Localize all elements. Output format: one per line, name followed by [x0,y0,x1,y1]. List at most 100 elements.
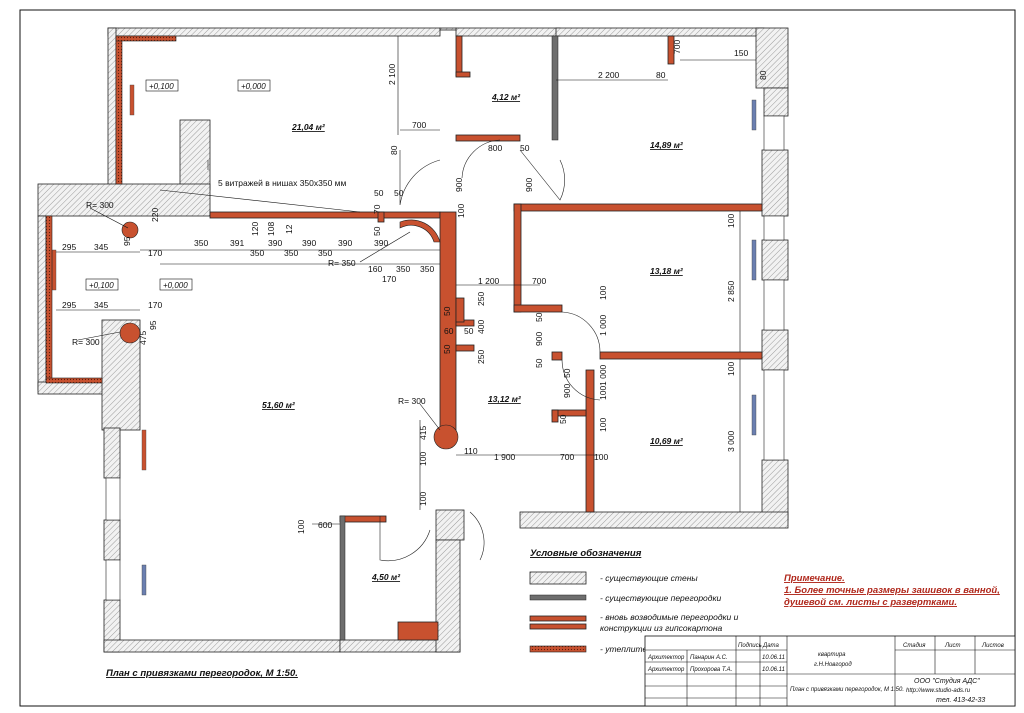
dim-text: 220 [150,208,160,222]
legend-existing-walls: - существующие стены [600,573,698,583]
dim-text: 390 [268,238,282,248]
niches-note: 5 витражей в нишах 350х350 мм [218,178,347,188]
sheet-border [19,9,1016,707]
stamp-name-2: Прохорова Т.А. [690,667,732,673]
dim-text: 2 200 [598,70,620,80]
dim-text: 900 [534,332,544,346]
note-title: Примечание. [784,573,845,584]
dim-text: 295 [62,242,76,252]
legend-new-partitions-1: - вновь возводимые перегородки и [600,612,739,622]
dim-text: 60 [444,326,454,336]
stamp-sheet-title: План с привязками перегородок, М 1:50. [790,687,904,693]
dim-text: 100 [296,520,306,534]
legend-swatch-insulation [529,645,587,653]
dim-text: 50 [520,143,530,153]
radiators [51,84,757,596]
stamp-date-1: 10.06.11 [762,655,785,661]
dim-text: 50 [534,358,544,368]
plan-title: План с привязками перегородок, М 1:50. [106,668,298,679]
dim-text: 350 [396,264,410,274]
dim-text: 100 [418,492,428,506]
dim-text: 295 [62,300,76,310]
legend-swatch-new-partitions [529,615,587,622]
dim-text: 700 [532,276,546,286]
stamp-header-sheets: Листов [981,643,1004,649]
radius-label-1: R= 300 [86,200,114,210]
room-area-8: 4,50 м² [371,572,401,582]
dim-text: 1 200 [478,276,500,286]
dim-text: 95 [148,320,158,330]
dim-text: 80 [656,70,666,80]
dim-text: 390 [302,238,316,248]
dim-text: 800 [488,143,502,153]
dim-text: 3 000 [726,430,736,452]
windows [105,115,785,601]
legend-new-partitions-2: конструкции из гипсокартона [600,623,723,633]
dim-text: 50 [442,306,452,316]
dim-text: 170 [148,300,162,310]
stamp-date-2: 10.06.11 [762,667,785,673]
dim-text: 100 [598,386,608,400]
dim-text: 2 850 [726,280,736,302]
dim-text: 50 [558,414,568,424]
dim-text: 170 [382,274,396,284]
stamp-header-sign: Подпись [738,643,762,649]
dimension-lines [56,36,756,525]
stamp-header-stage: Стадия [903,643,926,649]
dim-text: 120 [250,222,260,236]
level-mark-1: +0,100 [149,82,174,91]
room-area-2: 4,12 м² [491,92,521,102]
dim-text: 50 [372,226,382,236]
room-area-1: 21,04 м² [291,122,326,132]
dim-text: 350 [250,248,264,258]
dim-text: 50 [562,368,572,378]
legend-title: Условные обозначения [530,548,642,559]
dim-text: 350 [318,248,332,258]
room-area-7: 51,60 м² [262,400,296,410]
dim-text: 700 [672,40,682,54]
round-columns [119,219,459,450]
legend: Условные обозначения - существующие стен… [529,548,739,654]
dim-text: 95 [122,236,132,246]
room-area-3: 14,89 м² [650,140,684,150]
radius-label-2: R= 300 [72,337,100,347]
stamp-object-1: квартира [818,652,846,658]
dim-text: 700 [560,452,574,462]
stamp-header-date: Дата [762,643,779,649]
legend-existing-partitions: - существующие перегородки [600,593,721,603]
level-mark-3: +0,100 [89,281,114,290]
dim-text: 415 [418,426,428,440]
dim-text: 50 [374,188,384,198]
dim-text: 350 [284,248,298,258]
radius-label-4: R= 350 [328,258,356,268]
legend-insulation: - утеплитель [600,644,656,654]
legend-swatch-new-partitions-2 [529,623,587,630]
level-mark-4: +0,000 [163,281,188,290]
legend-swatch-existing-walls [529,571,587,585]
stamp-header-sheet: Лист [944,643,960,649]
dim-text: 1 900 [494,452,516,462]
room-area-5: 13,12 м² [488,394,522,404]
dim-text: 345 [94,300,108,310]
level-mark-2: +0,000 [241,82,266,91]
dim-text: 700 [412,120,426,130]
existing-walls [37,27,789,653]
dim-text: 100 [598,418,608,432]
dim-text: 250 [476,350,486,364]
dim-text: 1 000 [598,314,608,336]
stamp-website: http://www.studio-ads.ru [906,688,971,694]
stamp-role-1: Архитектор [647,655,685,661]
dimension-texts: 2 100 700 80 800 50 900 900 100 50 50 2 … [62,40,768,534]
level-marks [85,79,271,291]
new-partitions [45,35,763,641]
dim-text: 110 [464,446,478,456]
dim-text: 900 [562,384,572,398]
room-area-6: 10,69 м² [650,436,684,446]
dim-text: 1 000 [598,364,608,386]
title-block: Подпись Дата Стадия Лист Листов Архитект… [644,635,1016,707]
dim-text: 70 [372,204,382,214]
dim-text: 100 [594,452,608,462]
stamp-phone: тел. 413-42-33 [936,697,985,704]
dim-text: 80 [758,70,768,80]
